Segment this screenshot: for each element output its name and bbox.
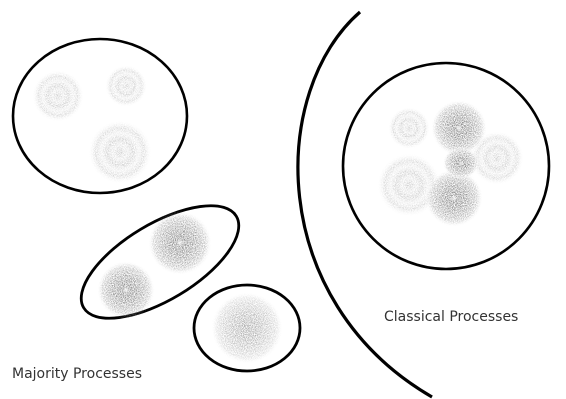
- single-spot-cluster-spots: [211, 292, 283, 364]
- light-spot: [105, 65, 147, 107]
- top-left-cluster-spots: [32, 65, 152, 184]
- dark-spot: [97, 261, 155, 319]
- dark-spot: [148, 211, 212, 275]
- light-spot: [88, 120, 152, 184]
- medium-spot: [211, 292, 283, 364]
- light-spot: [32, 70, 84, 122]
- dark-pair-cluster-spots: [97, 211, 212, 319]
- label-classical-processes: Classical Processes: [384, 309, 518, 325]
- dark-spot: [443, 147, 479, 179]
- light-spot: [388, 107, 430, 149]
- label-majority-processes: Majority Processes: [12, 366, 142, 382]
- classical-cluster-spots: [377, 100, 524, 227]
